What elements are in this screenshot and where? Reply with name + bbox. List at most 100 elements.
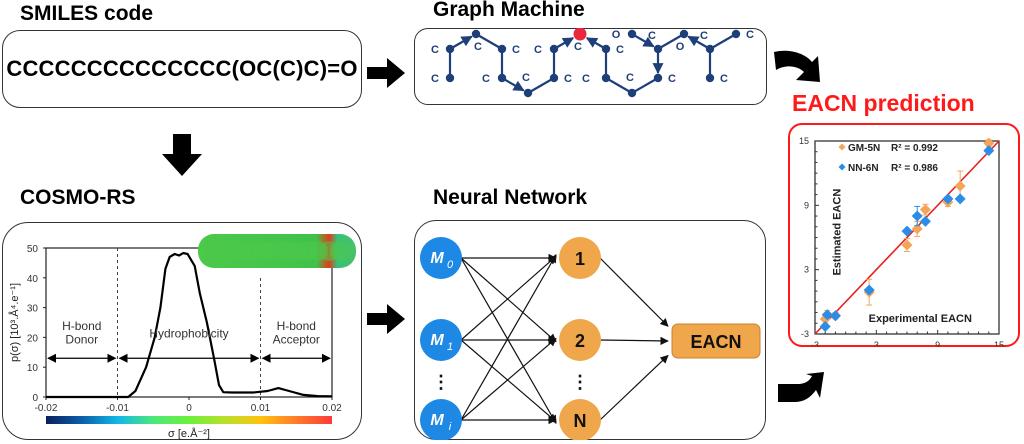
output-node-label: EACN (690, 332, 741, 352)
curved-arrow-icon (774, 50, 820, 82)
x-tick-label: 0.02 (322, 403, 342, 414)
x-tick-label: -3 (810, 340, 818, 347)
atom-label: O (612, 29, 621, 41)
y-tick-label: 3 (803, 264, 808, 274)
input-node (420, 237, 462, 279)
atom-label: C (522, 72, 530, 84)
y-tick-label: -3 (800, 329, 808, 339)
data-point-gm-5n (982, 137, 994, 149)
nn-connection (460, 339, 557, 423)
cosmo-rs-title: COSMO-RS (20, 186, 136, 209)
graph-node (627, 29, 637, 39)
graph-node (653, 73, 663, 83)
smiles-box: CCCCCCCCCCCCCC(OC(C)C)=O (2, 30, 362, 108)
nn-connection (460, 254, 557, 421)
x-tick-label: 3 (873, 340, 878, 347)
atom-label: C (746, 29, 754, 41)
data-point-nn-6n (919, 215, 931, 227)
region-label: Acceptor (273, 332, 320, 346)
graph-node (601, 44, 611, 54)
nn-connection (599, 257, 669, 327)
atom-label: C (626, 72, 634, 84)
data-point-nn-6n (863, 284, 875, 296)
curved-arrow-icon (778, 372, 824, 402)
data-point-nn-6n (954, 192, 966, 204)
graph-node (705, 44, 715, 54)
arrow-right-icon (367, 304, 405, 334)
arrow-down-icon (162, 134, 202, 176)
hidden-node (559, 237, 601, 279)
y-tick-label: 0 (32, 393, 38, 404)
x-axis-label: σ [e.Å⁻²] (168, 427, 210, 440)
input-node-subscript: i (449, 421, 452, 433)
eacn-prediction-title: EACN prediction (792, 90, 975, 116)
hidden-node-label: 2 (575, 331, 585, 351)
hidden-node (559, 319, 601, 361)
legend-r2: R² = 0.986 (891, 163, 938, 174)
graph-node (549, 44, 559, 54)
atom-label: C (720, 73, 728, 85)
parity-line (813, 139, 1000, 335)
graph-node (627, 88, 637, 98)
atom-label: C (474, 41, 482, 53)
legend-marker (838, 163, 845, 170)
input-node (420, 399, 462, 440)
data-point-nn-6n (911, 210, 923, 222)
input-node-subscript: 1 (447, 341, 453, 353)
y-tick-label: 50 (27, 244, 39, 255)
data-point-nn-6n (829, 309, 841, 321)
data-point-gm-5n (901, 239, 912, 251)
data-point-nn-6n (982, 144, 994, 156)
data-point-nn-6n (941, 192, 953, 204)
sigma-profile-curve (46, 252, 333, 399)
graph-node (731, 29, 741, 39)
x-tick-label: -0.02 (35, 403, 58, 414)
x-tick-label: 0.01 (251, 403, 271, 414)
graph-node (445, 44, 455, 54)
x-tick-label: 15 (993, 340, 1003, 347)
smiles-code: CCCCCCCCCCCCCC(OC(C)C)=O (6, 56, 358, 81)
atom-label: C (512, 44, 520, 56)
graph-node (445, 73, 455, 83)
atom-label: C (482, 73, 490, 85)
y-tick-label: 15 (798, 136, 808, 146)
nn-connection (599, 354, 669, 421)
graph-node (471, 29, 481, 39)
x-tick-label: 0 (186, 403, 192, 414)
graph-node (497, 44, 507, 54)
atom-label: C (564, 73, 572, 85)
region-label: Hydrophobicity (149, 326, 228, 340)
data-point-nn-6n (819, 320, 831, 332)
y-axis-label: p(σ) [10³.Å⁴.e⁻¹] (8, 283, 21, 362)
graph-edge (657, 33, 685, 50)
y-tick-label: 40 (27, 274, 39, 285)
x-tick-label: -0.01 (106, 403, 129, 414)
graph-edge (631, 77, 659, 94)
colorbar (46, 416, 332, 424)
data-point-gm-5n (954, 180, 966, 192)
region-label: H-bond (62, 319, 101, 333)
graph-machine-title: Graph Machine (433, 0, 585, 21)
atom-label: C (648, 30, 656, 42)
atom-label: O (676, 41, 685, 53)
graph-edge (475, 33, 503, 50)
graph-edge (709, 33, 737, 50)
graph-node (523, 88, 533, 98)
legend-label: GM-5N (848, 143, 880, 154)
graph-node (601, 73, 611, 83)
atom-label: C (431, 73, 439, 85)
legend-label: NN-6N (848, 163, 879, 174)
x-axis-label: Experimental EACN (868, 312, 971, 324)
input-node-label: M (430, 332, 444, 349)
nn-connection (460, 257, 557, 343)
ellipsis-icon: ⋮ (432, 372, 450, 392)
graph-node (679, 29, 689, 39)
atom-label: C (431, 44, 439, 56)
